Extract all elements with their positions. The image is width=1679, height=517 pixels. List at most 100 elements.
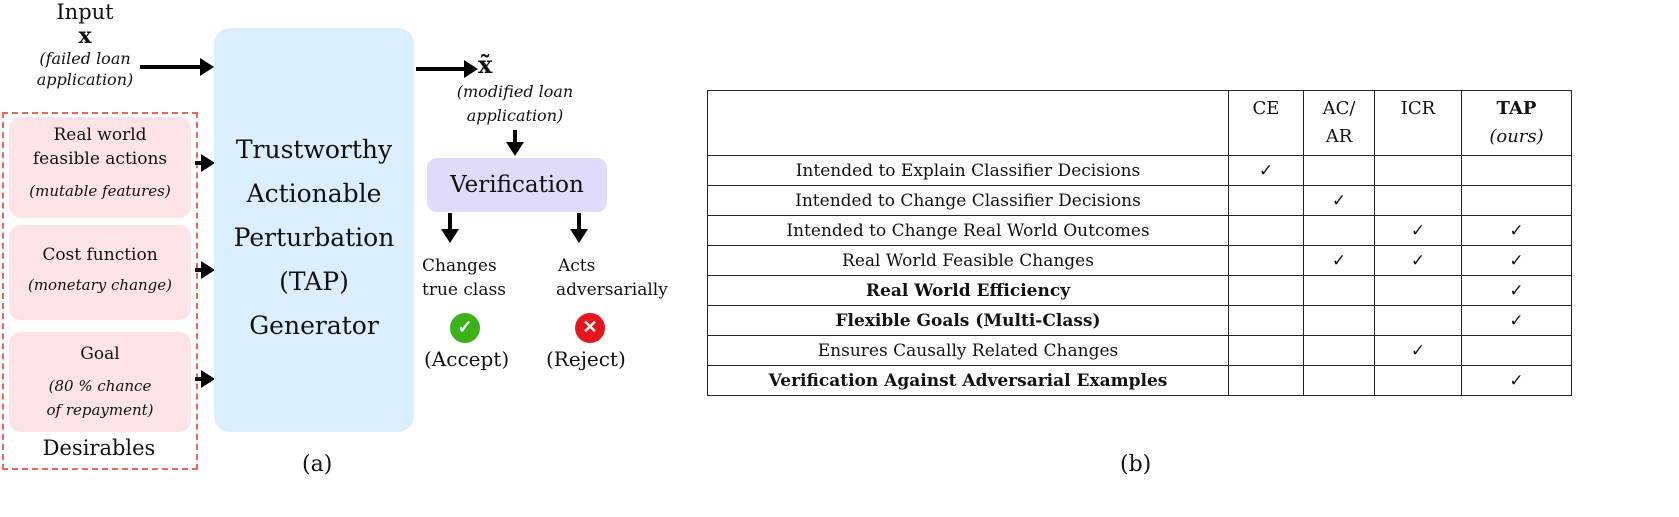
- check-cell: [1461, 335, 1572, 366]
- generator-line: Perturbation: [233, 223, 395, 252]
- reject-condition: Acts adversarially: [556, 254, 668, 302]
- check-cell: [1374, 155, 1462, 186]
- check-cell: ✓: [1228, 155, 1304, 186]
- row-label: Real World Feasible Changes: [707, 245, 1229, 276]
- input-desc-2: application): [36, 70, 134, 89]
- header-tap-sub: (ours): [1489, 126, 1544, 147]
- check-cell: [1374, 275, 1462, 306]
- generator-line: Actionable: [246, 179, 382, 208]
- desirables-box: [2, 112, 198, 470]
- arrow: [195, 370, 215, 388]
- desirable-feasible-actions: Real world feasible actions (mutable fea…: [9, 117, 191, 218]
- check-cell: [1303, 155, 1375, 186]
- check-cell: ✓: [1461, 215, 1572, 246]
- check-cell: [1228, 275, 1304, 306]
- table-row: Real World Efficiency ✓: [707, 275, 1572, 306]
- check-cell: [1228, 335, 1304, 366]
- check-cell: ✓: [1374, 245, 1462, 276]
- x-circle-icon: ✕: [575, 313, 605, 343]
- input-variable: x: [78, 23, 92, 49]
- header-icr: ICR: [1374, 90, 1462, 156]
- table-row: Real World Feasible Changes✓✓✓: [707, 245, 1572, 276]
- check-cell: ✓: [1303, 185, 1375, 216]
- table-row: Intended to Change Real World Outcomes✓✓: [707, 215, 1572, 246]
- check-cell: ✓: [1374, 335, 1462, 366]
- accept-text: Changes: [422, 256, 497, 276]
- row-label: Real World Efficiency: [707, 275, 1229, 306]
- output-arrow: [416, 60, 478, 78]
- accept-condition: Changes true class: [422, 254, 506, 302]
- check-cell: ✓: [1461, 365, 1572, 396]
- desirables-label: Desirables: [42, 436, 156, 460]
- check-cell: [1228, 305, 1304, 336]
- desirable-desc: (monetary change): [27, 276, 173, 294]
- arrow: [195, 261, 215, 279]
- header-text: AC/ AR: [1322, 98, 1356, 147]
- caption-a: (a): [302, 452, 333, 477]
- header-ac-ar: AC/ AR: [1303, 90, 1375, 156]
- row-label: Intended to Explain Classifier Decisions: [707, 155, 1229, 186]
- table-row: Intended to Change Classifier Decisions ✓: [707, 185, 1572, 216]
- header-empty: [707, 90, 1229, 156]
- row-label: Intended to Change Classifier Decisions: [707, 185, 1229, 216]
- caption-b: (b): [1120, 452, 1152, 477]
- generator-line: Generator: [249, 311, 379, 340]
- row-label: Ensures Causally Related Changes: [707, 335, 1229, 366]
- check-cell: [1303, 335, 1375, 366]
- header-tap-title: TAP: [1496, 98, 1537, 119]
- check-cell: [1303, 275, 1375, 306]
- tap-generator-box: Trustworthy Actionable Perturbation (TAP…: [214, 28, 414, 432]
- desirable-title: Goal: [80, 344, 120, 364]
- check-cell: [1374, 365, 1462, 396]
- arrow: [195, 154, 215, 172]
- check-cell: [1303, 305, 1375, 336]
- desirable-desc: (80 % chance of repayment): [46, 377, 154, 419]
- check-cell: ✓: [1303, 245, 1375, 276]
- check-cell: [1228, 185, 1304, 216]
- check-cell: [1461, 185, 1572, 216]
- generator-line: (TAP): [279, 267, 349, 296]
- generator-line: Trustworthy: [235, 135, 393, 164]
- desirable-goal: Goal (80 % chance of repayment): [9, 332, 191, 432]
- output-desc-1: (modified loan: [456, 82, 574, 101]
- input-title: Input: [56, 0, 114, 24]
- row-label: Flexible Goals (Multi-Class): [707, 305, 1229, 336]
- check-cell: ✓: [1374, 215, 1462, 246]
- accept-label: (Accept): [424, 347, 510, 371]
- accept-text: true class: [422, 280, 506, 300]
- check-circle-icon: ✓: [450, 313, 480, 343]
- check-cell: [1461, 155, 1572, 186]
- row-label: Verification Against Adversarial Example…: [707, 365, 1229, 396]
- reject-text: adversarially: [556, 280, 668, 300]
- table-row: Intended to Explain Classifier Decisions…: [707, 155, 1572, 186]
- check-cell: ✓: [1461, 275, 1572, 306]
- header-tap: TAP (ours): [1461, 90, 1572, 156]
- input-arrow: [140, 58, 214, 76]
- desirable-title: Real world feasible actions: [32, 125, 168, 169]
- output-desc-2: application): [466, 106, 564, 125]
- header-ce: CE: [1228, 90, 1304, 156]
- output-variable: x̃: [478, 50, 493, 79]
- verification-box: Verification: [427, 158, 607, 212]
- input-desc-1: (failed loan: [39, 49, 131, 68]
- arrow: [506, 130, 524, 156]
- check-cell: [1228, 365, 1304, 396]
- table-row: Flexible Goals (Multi-Class) ✓: [707, 305, 1572, 336]
- check-cell: [1228, 245, 1304, 276]
- check-cell: ✓: [1461, 305, 1572, 336]
- arrow: [570, 213, 588, 243]
- table-header-row: CE AC/ AR ICR TAP (ours): [707, 90, 1572, 156]
- desirable-desc: (mutable features): [29, 182, 171, 200]
- check-cell: [1303, 215, 1375, 246]
- reject-label: (Reject): [546, 347, 626, 371]
- check-cell: [1374, 305, 1462, 336]
- arrow: [441, 213, 459, 243]
- input-label: Input x (failed loan application): [30, 0, 140, 90]
- reject-text: Acts: [558, 256, 596, 276]
- check-cell: [1374, 185, 1462, 216]
- check-cell: [1228, 215, 1304, 246]
- desirable-cost-function: Cost function (monetary change): [9, 225, 191, 320]
- output-desc: (modified loan application): [430, 80, 600, 128]
- desirable-title: Cost function: [42, 245, 158, 265]
- check-cell: [1303, 365, 1375, 396]
